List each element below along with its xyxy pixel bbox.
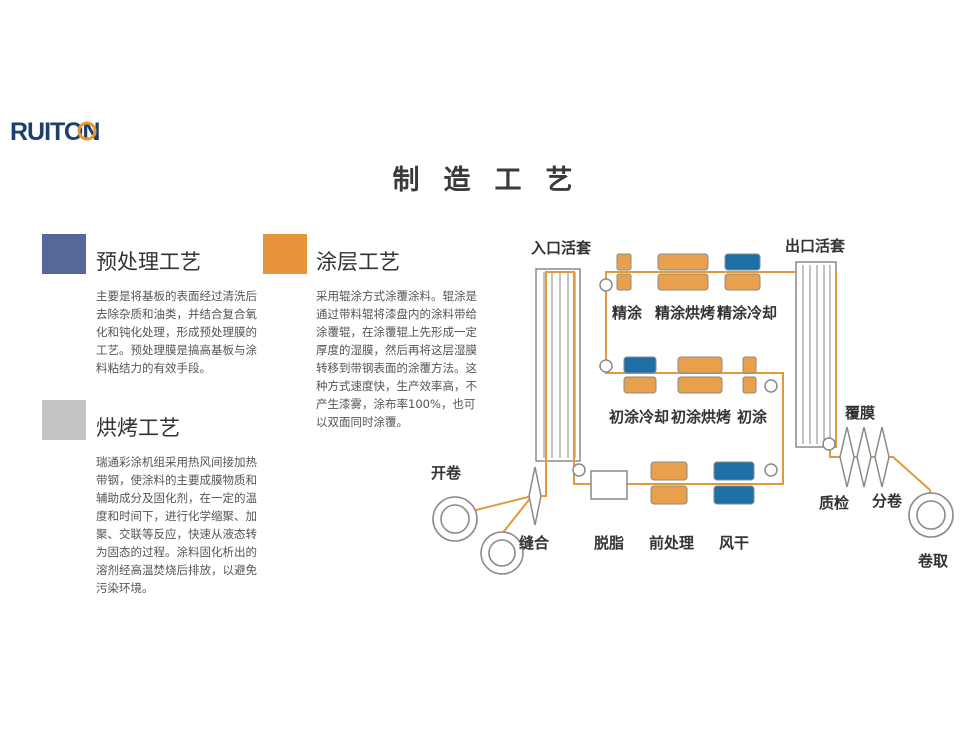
uncoil-coil xyxy=(480,531,524,575)
rollers xyxy=(572,278,836,477)
prime-bake-oven xyxy=(677,376,723,394)
pretreat-swatch xyxy=(42,234,86,274)
bake-line: 溶剂经高温焚烧后排放，以避免 xyxy=(96,563,257,577)
roller xyxy=(764,463,778,477)
coating-line: 以双面同时涂覆。 xyxy=(316,415,408,429)
coating-line: 采用辊涂方式涂覆涂料。辊涂是 xyxy=(316,289,477,303)
page-title: 制造工艺 xyxy=(392,165,597,196)
bake-line: 辅助成分及固化剂，在一定的温 xyxy=(96,491,257,505)
bake-title: 烘烤工艺 xyxy=(96,416,180,440)
stitcher-diamond xyxy=(528,466,542,526)
pretreat-line: 主要是将基板的表面经过清洗后 xyxy=(96,289,257,303)
laminate-diamonds xyxy=(839,426,890,488)
fine-bake-oven xyxy=(657,253,709,271)
dry-unit xyxy=(713,461,755,481)
entry-loop-tower xyxy=(535,268,581,462)
label-fine-cool: 精涂冷却 xyxy=(717,304,777,322)
roller xyxy=(599,359,613,373)
bake-body: 瑞通彩涂机组采用热风间接加热 带钢，使涂料的主要成膜物质和 辅助成分及固化剂，在… xyxy=(96,453,257,597)
prime-cool-unit xyxy=(623,356,657,374)
coating-line: 厚度的湿膜，然后再将这层湿膜 xyxy=(316,343,477,357)
bake-line: 污染环境。 xyxy=(96,581,154,595)
roller xyxy=(572,463,586,477)
coating-swatch xyxy=(263,234,307,274)
label-laminate: 覆膜 xyxy=(845,404,875,422)
pretreat-line: 料粘结力的有效手段。 xyxy=(96,361,211,375)
fine-cool-unit xyxy=(724,253,761,271)
label-prime-coat: 初涂 xyxy=(737,408,768,426)
coating-line: 通过带料辊将漆盘内的涂料带给 xyxy=(316,307,477,321)
label-prime-bake: 初涂烘烤 xyxy=(671,408,731,426)
label-split: 分卷 xyxy=(872,492,903,510)
coating-body: 采用辊涂方式涂覆涂料。辊涂是 通过带料辊将漆盘内的涂料带给 涂覆辊，在涂覆辊上先… xyxy=(316,287,477,431)
pretreat-unit xyxy=(650,485,688,505)
pretreat-line: 化和钝化处理，形成预处理膜的 xyxy=(96,325,257,339)
coating-title: 涂层工艺 xyxy=(316,250,400,274)
label-pretreat: 前处理 xyxy=(649,534,694,552)
prime-coat-unit xyxy=(742,356,757,374)
pretreat-body: 主要是将基板的表面经过清洗后 去除杂质和油类，并结合复合氧 化和钝化处理，形成预… xyxy=(96,287,257,377)
prime-cool-unit xyxy=(623,376,657,394)
label-fine-coat: 精涂 xyxy=(612,304,643,322)
pretreat-line: 工艺。预处理膜是搞高基板与涂 xyxy=(96,343,257,357)
label-degrease: 脱脂 xyxy=(594,534,624,552)
ruiton-logo: RUITON xyxy=(10,118,100,146)
recoil-coil xyxy=(908,492,954,538)
label-uncoil: 开卷 xyxy=(431,464,462,482)
exit-loop-tower xyxy=(795,261,837,448)
coating-line: 转移到带钢表面的涂覆方法。这 xyxy=(316,361,477,375)
label-dry: 风干 xyxy=(719,534,749,552)
label-recoil: 卷取 xyxy=(917,552,949,570)
bake-line: 带钢，使涂料的主要成膜物质和 xyxy=(96,473,257,487)
roller xyxy=(599,278,613,292)
label-stitch: 缝合 xyxy=(519,534,550,552)
label-entry-loop: 入口活套 xyxy=(531,239,592,257)
fine-cool-unit xyxy=(724,273,761,291)
bake-line: 瑞通彩涂机组采用热风间接加热 xyxy=(96,455,257,469)
fine-coat-unit xyxy=(616,273,632,291)
fine-bake-oven xyxy=(657,273,709,291)
label-exit-loop: 出口活套 xyxy=(785,237,846,255)
label-fine-bake: 精涂烘烤 xyxy=(655,304,715,322)
prime-coat-unit xyxy=(742,376,757,394)
fine-coat-unit xyxy=(616,253,632,271)
pretreat-line: 去除杂质和油类，并结合复合氧 xyxy=(96,307,257,321)
bake-line: 度和时间下，进行化学缩聚、加 xyxy=(96,509,257,523)
dry-unit xyxy=(713,485,755,505)
bake-swatch xyxy=(42,400,86,440)
pretreat-unit xyxy=(650,461,688,481)
bake-line: 聚、交联等反应，快速从液态转 xyxy=(96,527,257,541)
bake-line: 为固态的过程。涂料固化析出的 xyxy=(96,545,257,559)
roller xyxy=(764,379,778,393)
roller xyxy=(822,437,836,451)
pretreat-title: 预处理工艺 xyxy=(96,250,201,274)
uncoil-coil xyxy=(432,496,478,542)
label-prime-cool: 初涂冷却 xyxy=(609,408,669,426)
degrease-tank xyxy=(590,470,628,500)
logo-orange-mark xyxy=(77,121,97,141)
label-inspect: 质检 xyxy=(819,494,849,512)
prime-bake-oven xyxy=(677,356,723,374)
coating-line: 种方式速度快，生产效率高，不 xyxy=(316,379,477,393)
coating-line: 涂覆辊，在涂覆辊上先形成一定 xyxy=(316,325,477,339)
coating-line: 产生漆雾，涂布率100%，也可 xyxy=(316,397,476,411)
